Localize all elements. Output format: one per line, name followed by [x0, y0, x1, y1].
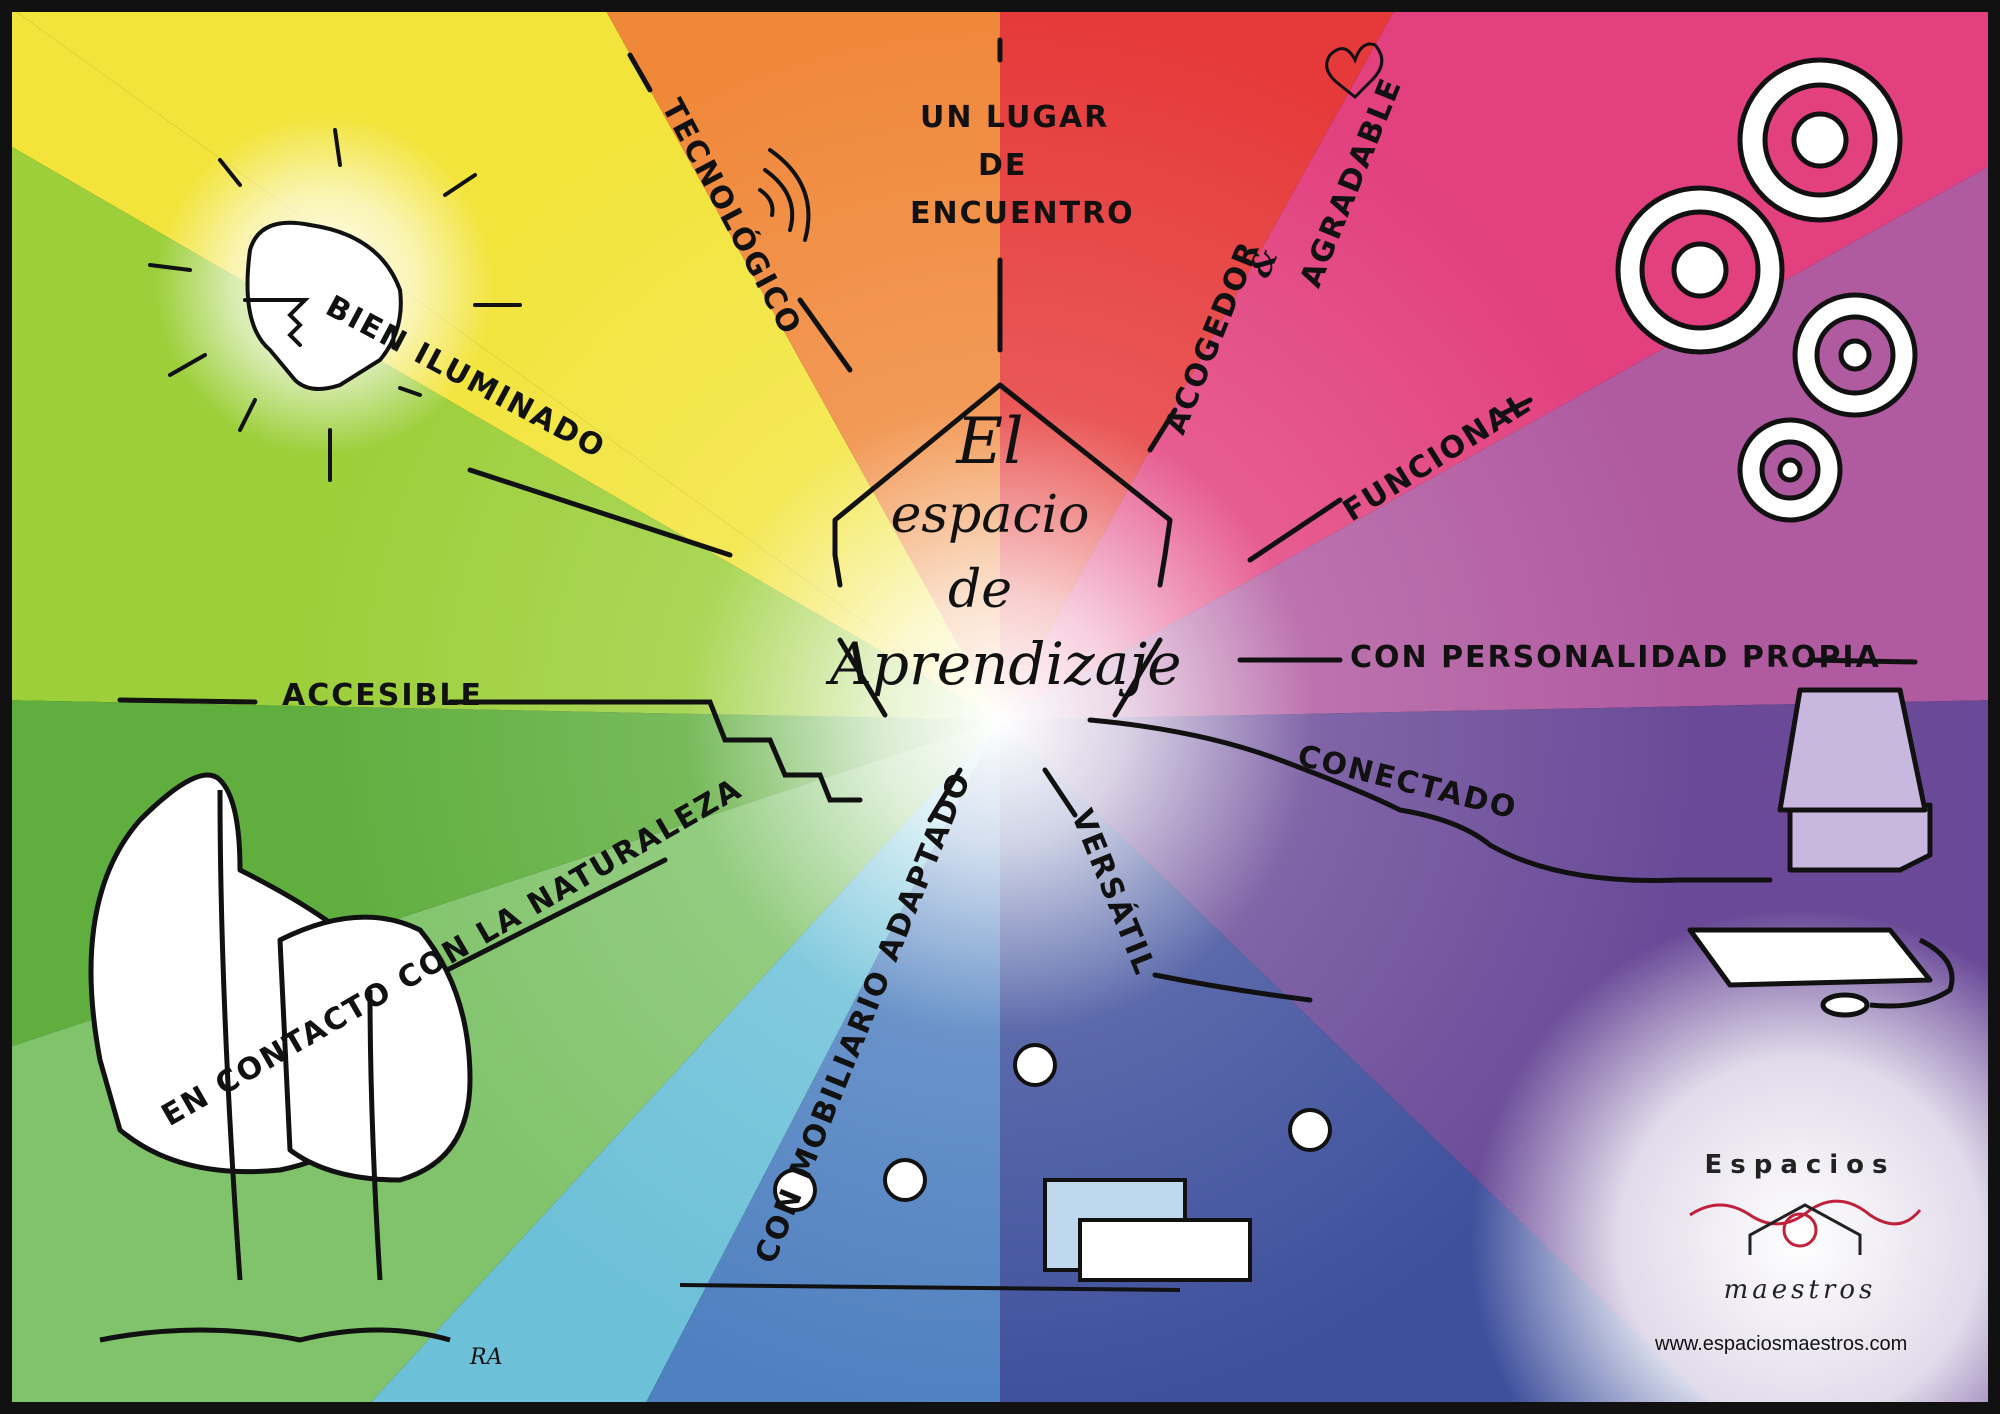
leaves-illustration: [88, 772, 473, 1343]
gear-tiny-icon: [1737, 417, 1843, 523]
artist-signature: RA: [470, 1345, 503, 1370]
lightbulb-icon: [148, 128, 522, 482]
wifi-icon: [758, 148, 811, 242]
brand-logo-icon: [1689, 1199, 1922, 1255]
gear-medium-icon: [1615, 185, 1785, 355]
center-title-line1: El: [956, 405, 1024, 479]
brand-name-top: Espacios: [1704, 1150, 1896, 1180]
center-title-line2: espacio: [890, 485, 1090, 545]
label-encuentro: ENCUENTRO: [910, 196, 1135, 231]
center-title-line4: Aprendizaje: [830, 630, 1182, 698]
gears-icon: [1615, 57, 1918, 523]
laptop-icon: [1687, 687, 1955, 1018]
label-un-lugar: UN LUGAR: [920, 100, 1110, 135]
label-con-personalidad-propia: CON PERSONALIDAD PROPIA: [1350, 640, 1881, 675]
label-de: DE: [978, 148, 1028, 183]
gear-small-icon: [1792, 292, 1918, 418]
house-icon: [832, 382, 1173, 718]
brand-name-bottom: maestros: [1723, 1275, 1877, 1305]
website-link[interactable]: www.espaciosmaestros.com: [1655, 1333, 1908, 1355]
label-accesible: ACCESIBLE: [282, 678, 483, 713]
people-icon: [679, 1043, 1332, 1292]
gear-large-icon: [1737, 57, 1903, 223]
center-title-line3: de: [947, 560, 1013, 620]
heart-icon: [1325, 42, 1384, 100]
